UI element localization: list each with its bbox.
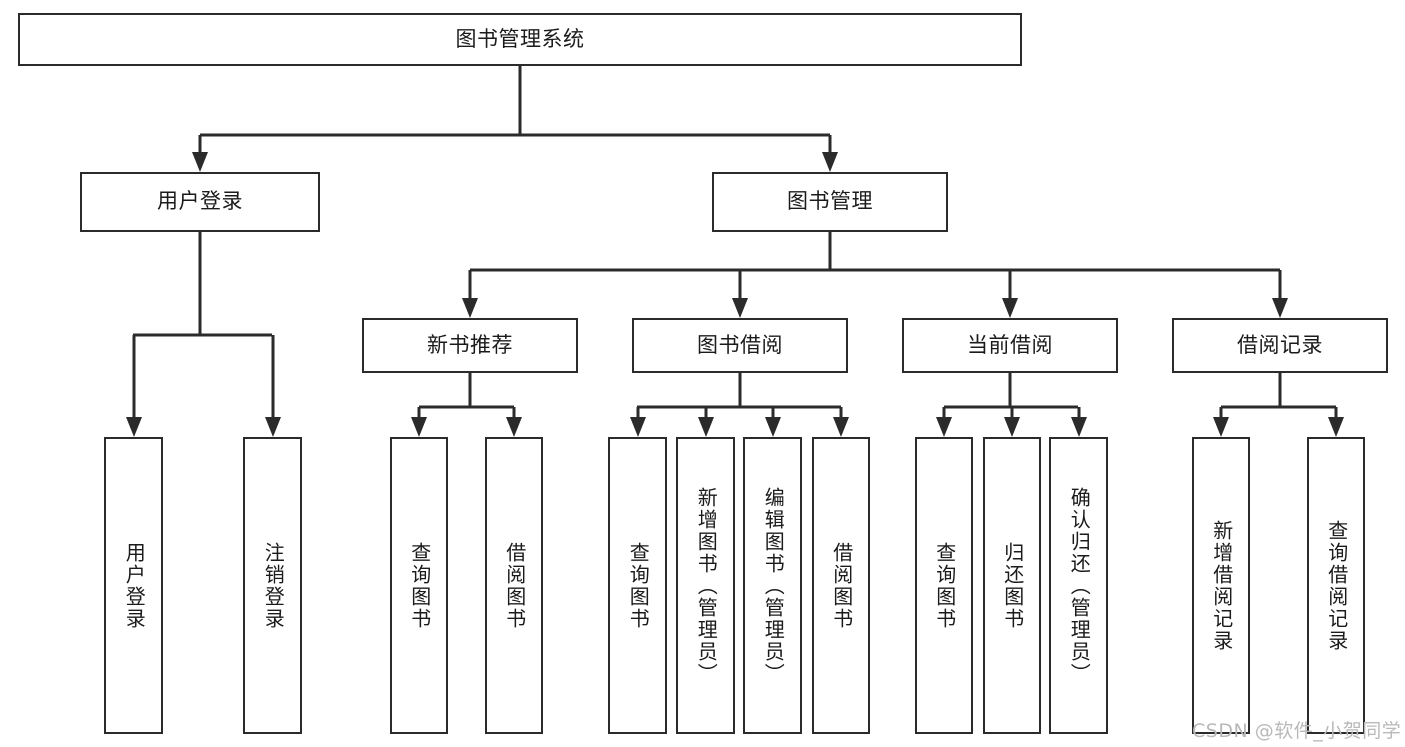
leaf-logout[interactable]: 注销登录 bbox=[243, 437, 302, 734]
node-label: 注销登录 bbox=[261, 541, 286, 630]
node-book-borrow[interactable]: 图书借阅 bbox=[632, 318, 848, 373]
leaf-query-book-3[interactable]: 查询图书 bbox=[915, 437, 973, 734]
node-label: 图书管理系统 bbox=[455, 26, 585, 51]
node-label: 当前借阅 bbox=[967, 332, 1053, 357]
node-label: 用户登录 bbox=[122, 541, 147, 630]
node-label: 查询图书 bbox=[407, 541, 432, 630]
node-label: 用户登录 bbox=[157, 189, 243, 214]
node-label: 借阅图书 bbox=[829, 541, 854, 630]
node-label: 查询图书 bbox=[626, 541, 651, 630]
node-new-book-recommend[interactable]: 新书推荐 bbox=[362, 318, 578, 373]
node-label: 归还图书 bbox=[1000, 541, 1025, 630]
node-borrow-record[interactable]: 借阅记录 bbox=[1172, 318, 1388, 373]
leaf-user-login[interactable]: 用户登录 bbox=[104, 437, 163, 734]
leaf-borrow-book-2[interactable]: 借阅图书 bbox=[812, 437, 870, 734]
node-label: 新增借阅记录 bbox=[1209, 519, 1234, 652]
leaf-return-book[interactable]: 归还图书 bbox=[983, 437, 1041, 734]
node-label: 借阅记录 bbox=[1237, 332, 1323, 357]
node-user-login[interactable]: 用户登录 bbox=[80, 172, 320, 232]
node-current-borrow[interactable]: 当前借阅 bbox=[902, 318, 1118, 373]
node-label: 确认归还（管理员） bbox=[1067, 486, 1092, 685]
leaf-borrow-book-1[interactable]: 借阅图书 bbox=[485, 437, 543, 734]
node-label: 图书管理 bbox=[787, 189, 873, 214]
node-label: 借阅图书 bbox=[502, 541, 527, 630]
node-book-management[interactable]: 图书管理 bbox=[712, 172, 948, 232]
leaf-query-book-1[interactable]: 查询图书 bbox=[390, 437, 448, 734]
node-label: 查询图书 bbox=[932, 541, 957, 630]
node-label: 新书推荐 bbox=[427, 332, 513, 357]
leaf-query-borrow-record[interactable]: 查询借阅记录 bbox=[1307, 437, 1365, 734]
leaf-confirm-return-admin[interactable]: 确认归还（管理员） bbox=[1049, 437, 1108, 734]
leaf-add-book-admin[interactable]: 新增图书（管理员） bbox=[676, 437, 735, 734]
leaf-edit-book-admin[interactable]: 编辑图书（管理员） bbox=[743, 437, 802, 734]
csdn-watermark: CSDN @软件_小贺同学 bbox=[1192, 720, 1402, 742]
node-label: 新增图书（管理员） bbox=[694, 486, 719, 685]
leaf-query-book-2[interactable]: 查询图书 bbox=[608, 437, 667, 734]
node-label: 图书借阅 bbox=[697, 332, 783, 357]
node-root-system[interactable]: 图书管理系统 bbox=[18, 13, 1022, 66]
node-label: 编辑图书（管理员） bbox=[761, 486, 786, 685]
node-label: 查询借阅记录 bbox=[1324, 519, 1349, 652]
leaf-add-borrow-record[interactable]: 新增借阅记录 bbox=[1192, 437, 1250, 734]
